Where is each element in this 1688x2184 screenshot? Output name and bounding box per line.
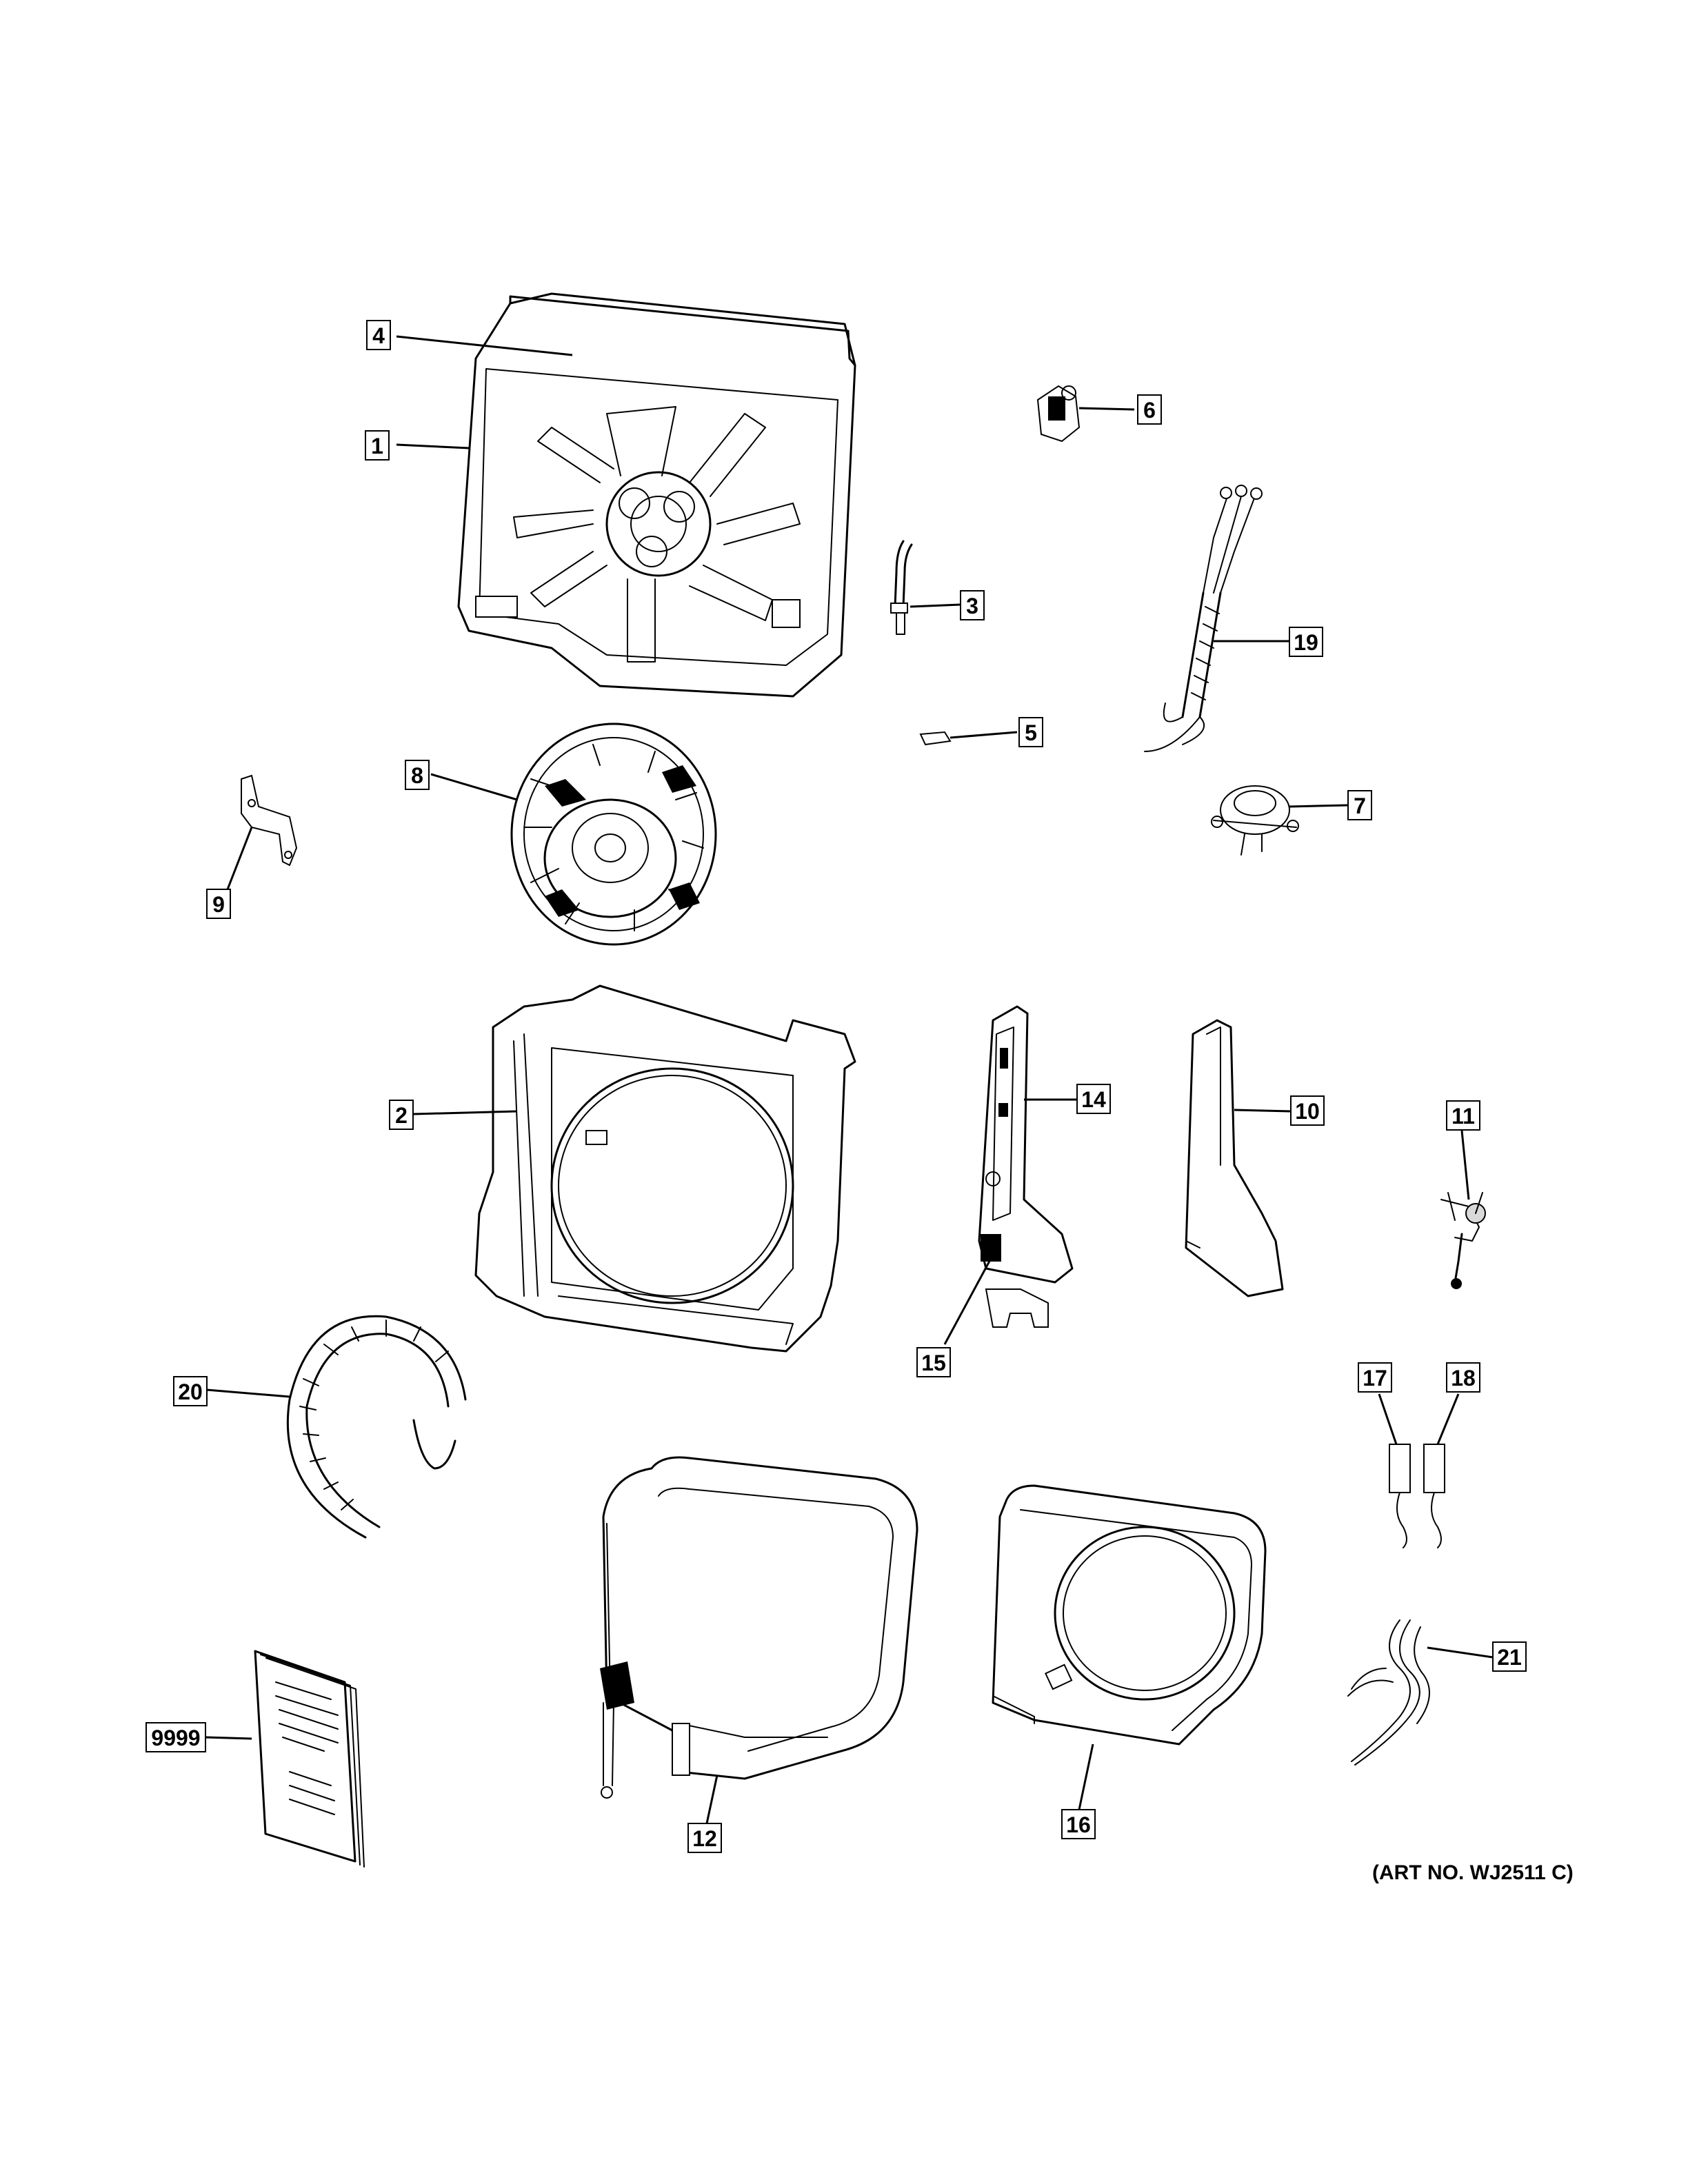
part-10-panel-drawing — [1185, 1019, 1284, 1297]
part-7-motor-drawing — [1211, 785, 1299, 856]
callout-4-label: 4 — [372, 323, 385, 348]
callout-8: 8 — [405, 760, 430, 790]
callout-6-label: 6 — [1143, 398, 1156, 423]
callout-16: 16 — [1061, 1809, 1096, 1839]
part-9999-manual-drawing — [254, 1650, 365, 1868]
leader-21 — [206, 1388, 290, 1398]
leader-11 — [705, 1775, 719, 1824]
callout-17-label: 21 — [1497, 1645, 1522, 1670]
leader-2 — [413, 1110, 518, 1115]
leader-12 — [1460, 1130, 1470, 1200]
art-number: (ART NO. WJ2511 C) — [1372, 1861, 1574, 1884]
callout-12: 11 — [1446, 1100, 1480, 1131]
callout-5-label: 5 — [1025, 720, 1037, 745]
callout-11: 12 — [687, 1823, 722, 1853]
callout-14: 14 — [1076, 1084, 1111, 1114]
leader-19 — [1436, 1393, 1460, 1445]
callout-12-label: 11 — [1451, 1104, 1475, 1129]
callout-16-label: 16 — [1066, 1812, 1091, 1837]
callout-6: 6 — [1137, 394, 1162, 425]
callout-10: 10 — [1290, 1095, 1325, 1126]
leader-7 — [1289, 804, 1349, 808]
callout-18-label: 17 — [1363, 1366, 1387, 1391]
leader-16 — [1078, 1743, 1094, 1810]
callout-8-label: 8 — [411, 763, 423, 788]
callout-1-label: 1 — [371, 434, 383, 458]
part-12-connector-drawing — [1440, 1192, 1486, 1289]
leader-17 — [1427, 1646, 1494, 1659]
part-19-sensor-drawing — [1423, 1444, 1445, 1548]
part-2-frame-drawing — [474, 984, 856, 1353]
callout-2: 2 — [389, 1100, 414, 1130]
callout-20-label: 19 — [1294, 630, 1318, 655]
leader-9 — [226, 827, 253, 890]
leader-5 — [950, 731, 1018, 739]
callout-21: 20 — [173, 1376, 208, 1406]
callout-5: 5 — [1018, 717, 1043, 747]
part-11-evaporator-drawing — [600, 1456, 918, 1799]
callout-9: 9 — [206, 889, 231, 919]
leader-6 — [1078, 407, 1135, 411]
callout-7-label: 7 — [1354, 793, 1366, 818]
part-20-harness-drawing — [1144, 485, 1263, 752]
part-9-bracket-drawing — [241, 774, 298, 867]
callout-9-label: 9 — [212, 892, 225, 917]
callout-10-label: 10 — [1295, 1099, 1320, 1124]
callout-3: 3 — [960, 590, 985, 620]
callout-18: 17 — [1358, 1362, 1392, 1393]
callout-9999-label: 9999 — [151, 1726, 200, 1750]
part-17-wire-drawing — [1347, 1619, 1430, 1766]
part-16-drain-pan-drawing — [992, 1484, 1267, 1746]
leader-9999 — [205, 1736, 252, 1740]
callout-20: 19 — [1289, 627, 1323, 657]
callout-15-label: 15 — [921, 1351, 946, 1375]
leader-1 — [396, 443, 470, 449]
callout-21-label: 20 — [178, 1379, 203, 1404]
part-6-valve-drawing — [1036, 385, 1081, 443]
part-1-housing-drawing — [457, 292, 856, 698]
leader-18 — [1378, 1393, 1398, 1445]
leader-8 — [430, 773, 518, 801]
part-5-clip-drawing — [919, 731, 952, 746]
part-14-control-board-drawing — [978, 1005, 1074, 1284]
callout-11-label: 12 — [692, 1826, 717, 1851]
leader-3 — [910, 603, 961, 608]
callout-15: 15 — [916, 1347, 951, 1377]
part-8-blower-wheel-drawing — [510, 722, 717, 946]
callout-2-label: 2 — [395, 1103, 408, 1128]
part-18-sensor-drawing — [1389, 1444, 1411, 1548]
leader-4 — [396, 335, 573, 356]
callout-4: 4 — [366, 320, 391, 350]
part-3-sensor-drawing — [890, 540, 913, 635]
callout-7: 7 — [1347, 790, 1372, 820]
callout-3-label: 3 — [966, 594, 978, 618]
leader-15 — [943, 1254, 994, 1345]
part-21-hose-drawing — [286, 1315, 467, 1539]
callout-17: 21 — [1492, 1641, 1527, 1672]
callout-1: 1 — [365, 430, 390, 461]
callout-14-label: 14 — [1081, 1087, 1106, 1112]
callout-19: 18 — [1446, 1362, 1480, 1393]
leader-10 — [1234, 1109, 1292, 1113]
callout-19-label: 18 — [1451, 1366, 1476, 1391]
callout-9999: 9999 — [145, 1722, 206, 1752]
part-15-bracket-drawing — [985, 1288, 1049, 1328]
